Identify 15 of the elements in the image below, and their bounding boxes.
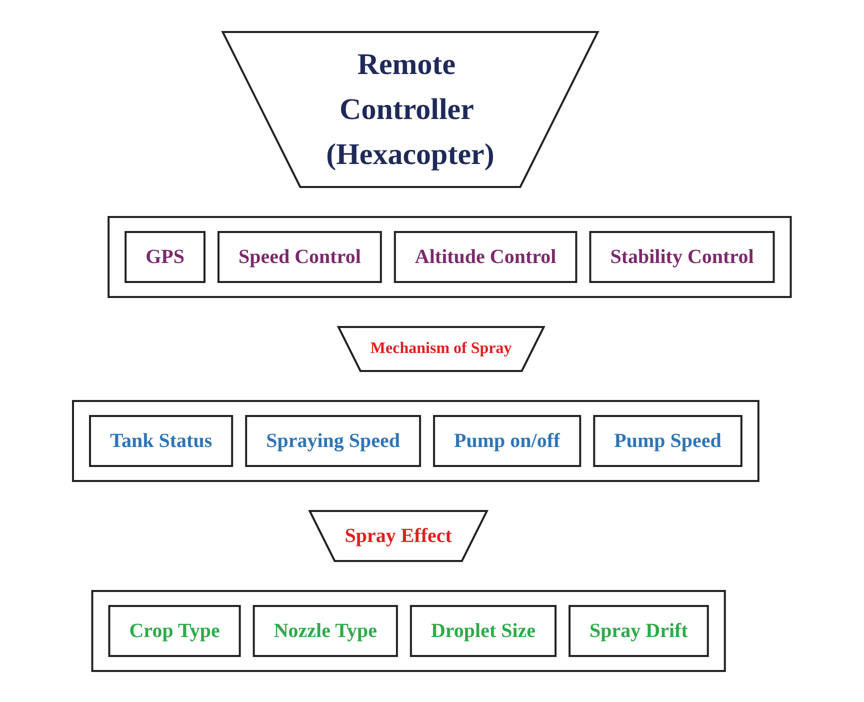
node-box: Droplet Size — [410, 604, 557, 656]
cluster — [91, 589, 726, 672]
node-box: Nozzle Type — [252, 604, 398, 656]
node-box: Altitude Control — [394, 230, 578, 282]
node-box: Tank Status — [89, 414, 234, 466]
cluster — [72, 400, 760, 482]
cluster — [108, 216, 792, 298]
node-box: Spraying Speed — [245, 414, 422, 466]
node-box: Speed Control — [218, 230, 382, 282]
node-box: Pump on/off — [433, 414, 582, 466]
node-box: Spray Drift — [568, 604, 709, 656]
node-box: GPS — [124, 230, 206, 282]
node-box: Pump Speed — [593, 414, 743, 466]
node-box: Crop Type — [108, 604, 241, 656]
node-box: Stability Control — [589, 230, 775, 282]
